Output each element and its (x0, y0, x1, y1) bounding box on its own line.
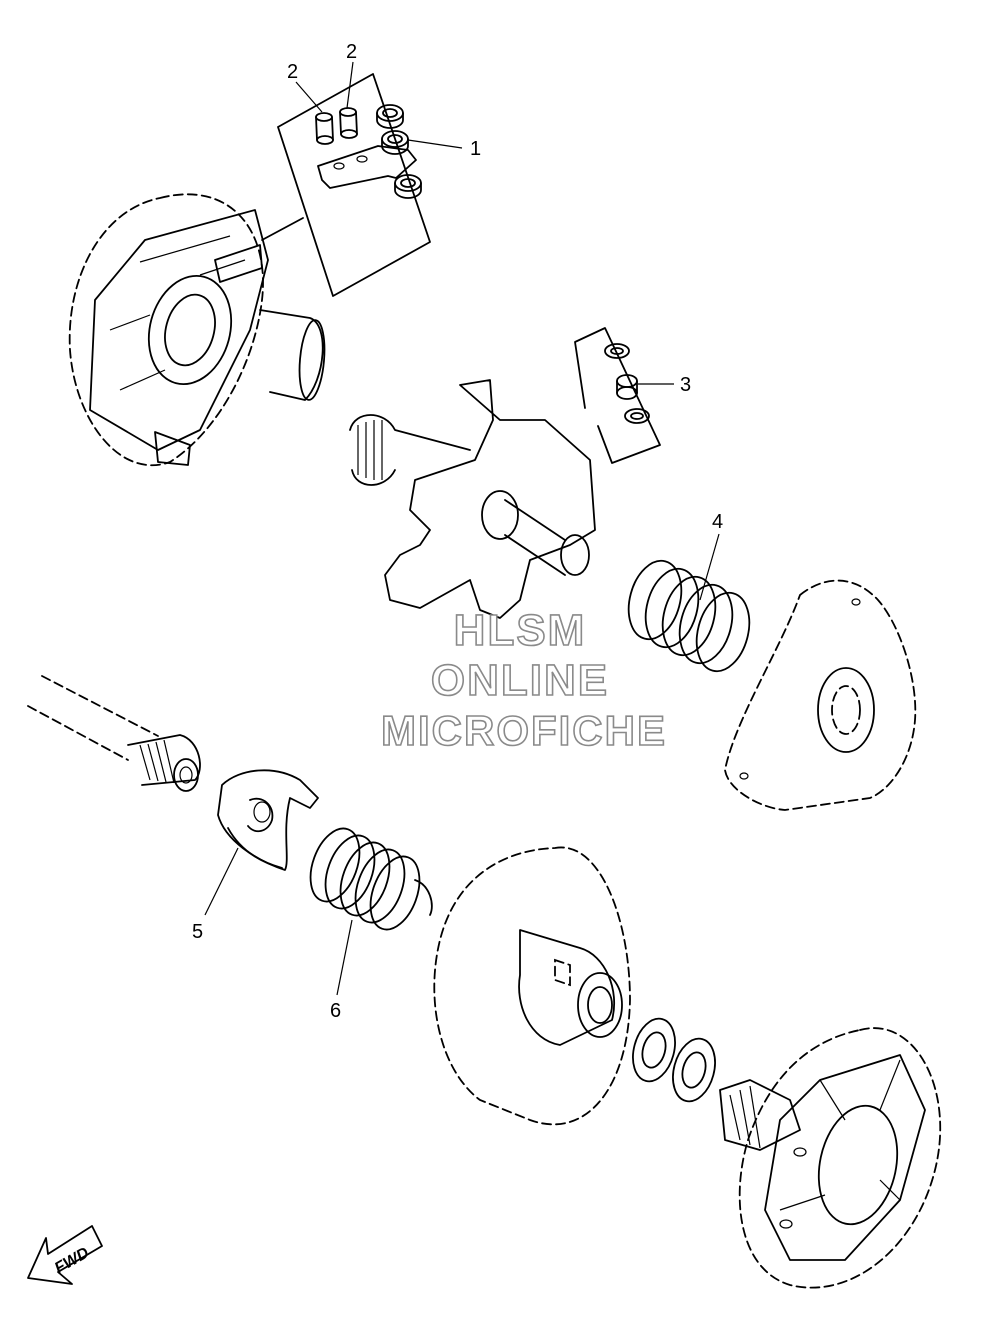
roller-bushing-upper (376, 104, 404, 129)
callout-1: 1 (470, 138, 481, 160)
callout-6: 6 (330, 1000, 341, 1022)
pin-part-3 (616, 374, 638, 400)
bolt-part-2b (339, 107, 358, 139)
watermark-line-1: HLSM (454, 606, 587, 655)
fwd-label: FWD (52, 1244, 92, 1277)
drive-shaft (27, 675, 201, 792)
callout-2a: 2 (287, 61, 298, 83)
movable-sheave (68, 193, 326, 467)
rear-sheave (719, 1027, 942, 1289)
roller-bushing-middle (381, 130, 409, 155)
spider-assembly (349, 379, 596, 619)
callout-4: 4 (712, 511, 723, 533)
roller-lower-part-3 (624, 408, 650, 424)
watermark-line-3: MICROFICHE (381, 707, 667, 754)
fwd-arrow-icon: FWD (27, 1225, 103, 1285)
weight-plate-part-1 (317, 145, 417, 189)
leader-lines (204, 61, 720, 996)
bolt-part-2a (315, 112, 334, 145)
washer-2 (672, 1037, 716, 1103)
cover-plate (724, 579, 917, 811)
spring-part-4 (627, 559, 751, 673)
roller-upper-part-3 (604, 343, 630, 359)
callout-2b: 2 (346, 41, 357, 63)
watermark-line-2: ONLINE (431, 656, 609, 705)
washer-1 (632, 1017, 676, 1083)
bracket-group-top (261, 73, 431, 297)
roller-bushing-lower (394, 174, 422, 199)
callout-5: 5 (192, 921, 203, 943)
cam-part-5 (217, 769, 319, 871)
spring-part-6 (309, 827, 433, 931)
callout-3: 3 (680, 374, 691, 396)
fixed-sheave (433, 846, 631, 1126)
